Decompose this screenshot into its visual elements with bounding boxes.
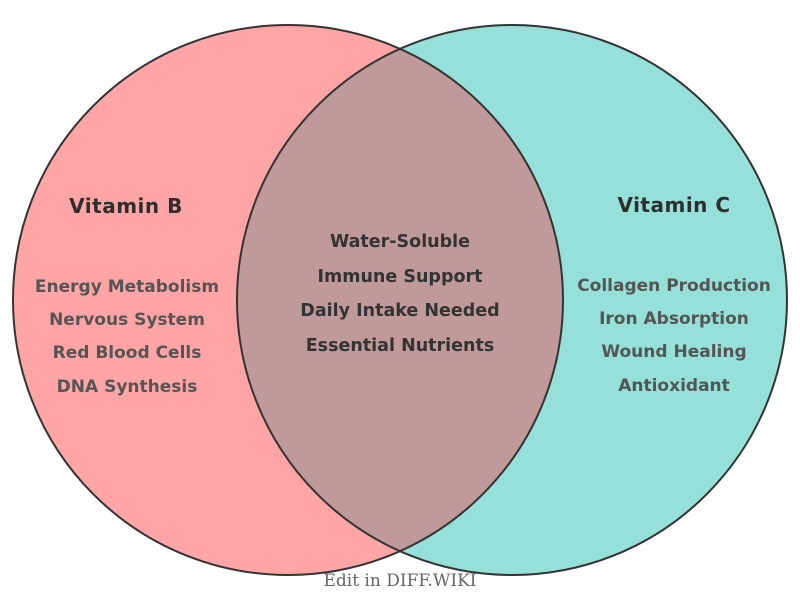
edit-watermark-link[interactable]: Edit in DIFF.WIKI bbox=[323, 571, 477, 591]
overlap-region bbox=[237, 25, 563, 575]
left-set-items: Energy Metabolism Nervous System Red Blo… bbox=[35, 270, 219, 404]
right-circle-outline bbox=[236, 24, 788, 576]
right-set-items: Collagen Production Iron Absorption Woun… bbox=[577, 269, 771, 403]
shared-set-items: Water-Soluble Immune Support Daily Intak… bbox=[300, 225, 499, 363]
list-item: Daily Intake Needed bbox=[300, 301, 500, 322]
list-item: DNA Synthesis bbox=[56, 376, 198, 397]
list-item: Water-Soluble bbox=[329, 232, 471, 253]
left-circle-outline bbox=[12, 24, 564, 576]
list-item: Immune Support bbox=[317, 266, 483, 287]
list-item: Iron Absorption bbox=[599, 309, 749, 330]
list-item: Red Blood Cells bbox=[52, 343, 202, 364]
list-item: Collagen Production bbox=[577, 275, 771, 296]
right-set-title: Vitamin C bbox=[617, 193, 731, 217]
list-item: Energy Metabolism bbox=[34, 276, 220, 297]
left-set-title: Vitamin B bbox=[69, 194, 183, 218]
list-item: Essential Nutrients bbox=[305, 336, 495, 357]
list-item: Wound Healing bbox=[601, 342, 747, 363]
list-item: Antioxidant bbox=[618, 375, 730, 396]
list-item: Nervous System bbox=[49, 310, 205, 331]
